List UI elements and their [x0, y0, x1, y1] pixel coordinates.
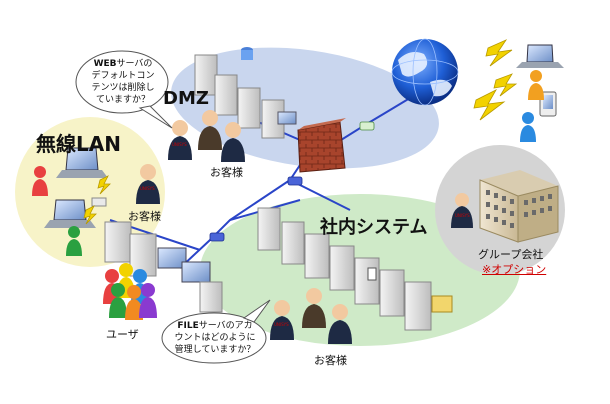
dmz-servers — [194, 47, 297, 139]
file-server-question-line: 管理していますか？ — [174, 345, 256, 355]
web-server-bubble — [75, 50, 173, 129]
web-server-question-line: テンツは削除し — [91, 83, 155, 93]
web-server-question-line: サーバの — [116, 59, 153, 69]
web-server-question-line: デフォルトコン — [91, 71, 155, 81]
file-server-question-line: ウントはどのように — [174, 333, 256, 343]
internal-system-label: 社内システム — [320, 217, 428, 238]
user-workstations — [104, 221, 223, 313]
wireless-lan-label: 無線LAN — [36, 132, 121, 156]
unisys-badge: UNISYS — [140, 186, 155, 191]
group-company-building — [479, 170, 559, 243]
wireless-laptops — [44, 147, 108, 228]
file-server-question-line: サーバのアカ — [198, 321, 253, 331]
mobile-users — [520, 70, 544, 142]
file-server-bubble — [161, 299, 271, 364]
web-server-question-line: ていますか？ — [95, 95, 150, 105]
internal-servers — [257, 207, 453, 331]
dmz-consultants — [168, 110, 245, 162]
dmz-label: DMZ — [163, 88, 209, 109]
end-users-group — [103, 263, 157, 320]
customer-label-wlan: お客様 — [128, 210, 161, 223]
customer-label-dmz: お客様 — [210, 166, 243, 179]
group-company-consultant — [451, 193, 473, 228]
group-company-label: グループ会社 — [478, 248, 544, 261]
option-label: ※オプション — [482, 263, 547, 276]
file-server-question-strong: FILE — [177, 321, 199, 331]
internal-consultants — [270, 288, 352, 344]
web-server-question: WEBサーバの デフォルトコン テンツは削除し ていますか？ — [82, 58, 164, 106]
customer-label-internal: お客様 — [314, 354, 347, 367]
internet-globe-icon — [391, 38, 459, 106]
web-server-question-strong: WEB — [93, 59, 117, 69]
wireless-signal-icons — [83, 39, 518, 225]
wlan-consultant — [136, 164, 160, 204]
wlan-users — [32, 166, 82, 256]
unisys-badge: UNISYS — [172, 142, 187, 147]
unisys-badge: UNISYS — [455, 213, 470, 218]
unisys-badge: UNISYS — [274, 322, 289, 327]
firewall-icon — [297, 118, 346, 173]
file-server-question: FILEサーバのアカ ウントはどのように 管理していますか？ — [164, 320, 266, 356]
mobile-devices — [516, 44, 564, 117]
users-label: ユーザ — [106, 328, 139, 341]
cable-joins — [209, 121, 375, 242]
dmz-zone — [171, 47, 439, 169]
